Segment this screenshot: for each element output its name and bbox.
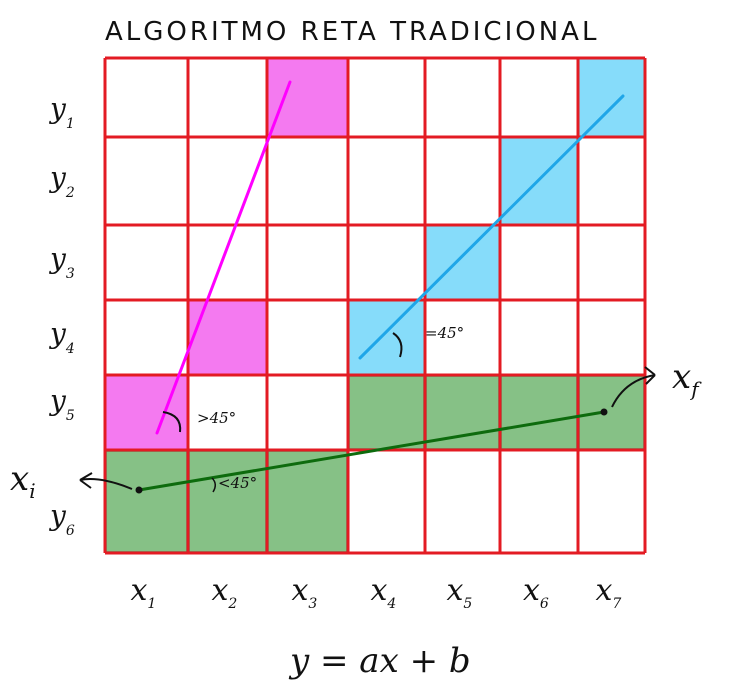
filled-cells	[105, 58, 645, 553]
column-labels: x1 x2 x3 x4 x5 x6 x7	[131, 573, 622, 612]
row-labels: y1 y2 y3 y4 y5 y6	[48, 92, 75, 539]
column-label: x1	[131, 573, 157, 612]
blue-cell	[348, 300, 425, 375]
grid	[103, 56, 647, 555]
end-label: xf	[672, 357, 702, 401]
end-point	[600, 408, 608, 416]
end-arrowhead	[644, 366, 656, 385]
lines	[135, 80, 625, 494]
green-cell	[500, 375, 578, 450]
row-label: y1	[48, 92, 75, 132]
start-arrow	[79, 478, 133, 490]
blue-cell	[578, 58, 645, 137]
magenta-angle-arc	[162, 411, 182, 433]
end-arrow	[611, 374, 656, 408]
column-label: x3	[292, 573, 318, 612]
row-label: y6	[48, 499, 75, 539]
magenta-angle-label: >45°	[197, 409, 236, 427]
column-label: x7	[596, 573, 622, 612]
start-arrowhead	[79, 472, 93, 489]
row-label: y2	[48, 161, 75, 201]
magenta-cell	[188, 300, 267, 375]
equation: y = ax + b	[288, 641, 471, 681]
green-cell	[348, 375, 425, 450]
row-label: y4	[48, 317, 75, 357]
column-label: x5	[447, 573, 473, 612]
row-label: y3	[48, 242, 75, 282]
column-label: x2	[212, 573, 238, 612]
green-cell	[425, 375, 500, 450]
green-angle-arc	[211, 477, 216, 493]
blue-angle-arc	[392, 332, 403, 358]
blue-cell	[425, 225, 500, 300]
blue-line	[358, 94, 625, 360]
column-label: x6	[523, 573, 549, 612]
green-cell	[188, 450, 267, 553]
green-cell	[105, 450, 188, 553]
start-point	[135, 486, 143, 494]
green-cell	[578, 375, 645, 450]
magenta-line	[155, 80, 292, 435]
row-label: y5	[48, 384, 75, 424]
green-line	[137, 410, 606, 492]
magenta-cell	[267, 58, 348, 137]
column-label: x4	[371, 573, 397, 612]
diagram-title: ALGORITMO RETA TRADICIONAL	[105, 17, 599, 47]
start-label: xi	[10, 459, 36, 503]
blue-angle-label: =45°	[425, 324, 464, 342]
green-angle-label: <45°	[218, 474, 257, 492]
